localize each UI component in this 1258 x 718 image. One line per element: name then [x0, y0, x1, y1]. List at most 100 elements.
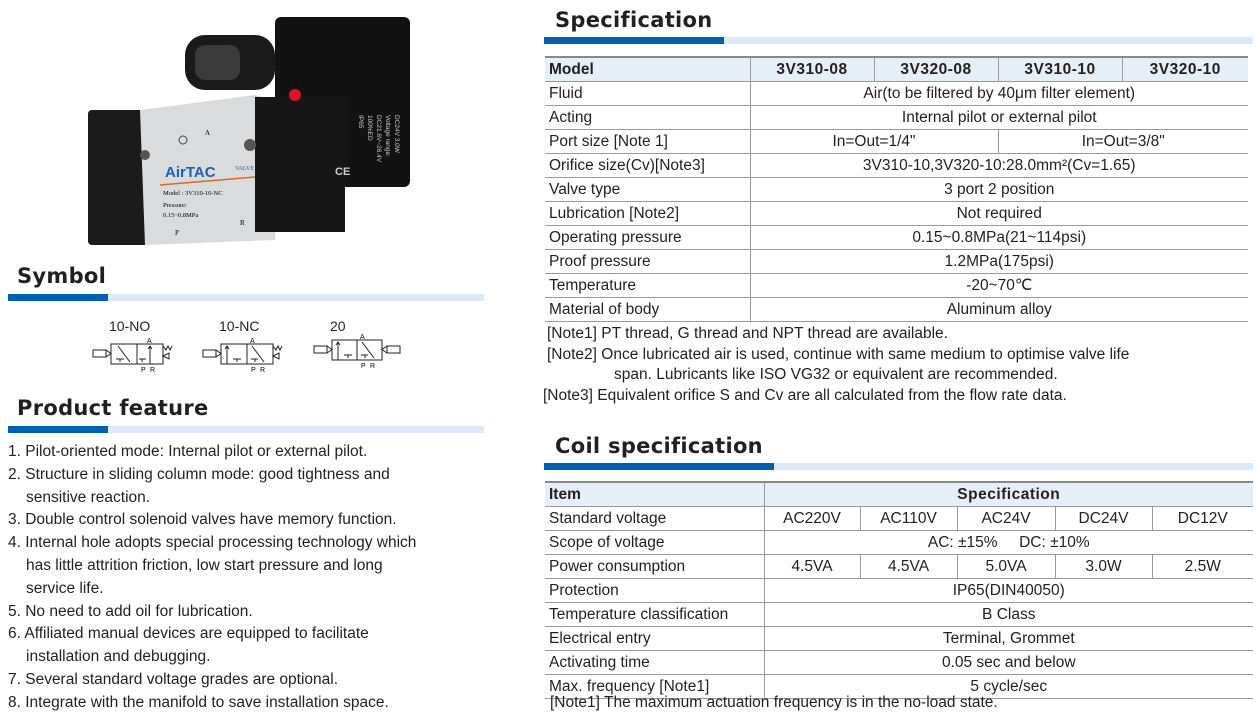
port-a-label: A [250, 338, 255, 345]
row-label: Power consumption [545, 554, 765, 579]
row-label: Activating time [545, 650, 765, 675]
row-value: Not required [749, 201, 1248, 226]
port-r-label: R [240, 219, 245, 227]
product-brand-logo: AirTAC [165, 164, 216, 181]
table-row: Port size [Note 1]In=Out=1/4"In=Out=3/8" [545, 129, 1248, 154]
row-value: 3V310-10,3V320-10:28.0mm²(Cv=1.65) [749, 153, 1248, 178]
row-label: Scope of voltage [545, 530, 765, 555]
feature-item: 2. Structure in sliding column mode: goo… [8, 465, 390, 483]
port-p-label: P [175, 229, 179, 237]
row-label: Operating pressure [545, 225, 751, 250]
feature-item-continued: has little attrition friction, low start… [26, 556, 383, 574]
symbol-label-10-no: 10-NO [109, 318, 151, 334]
ce-mark: CE [335, 166, 350, 178]
specification-table: Model 3V310-08 3V320-08 3V310-10 3V320-1… [545, 56, 1248, 322]
header-item: Item [545, 481, 765, 507]
coil-text: 100%ED [366, 115, 373, 141]
feature-item: 5. No need to add oil for lubrication. [8, 602, 253, 620]
coil-specification-title: Coil specification [555, 434, 763, 458]
table-header-row: Model 3V310-08 3V320-08 3V310-10 3V320-1… [545, 56, 1248, 82]
row-label: Lubrication [Note2] [545, 201, 751, 226]
pressure-range: 0.15~0.8MPa [163, 212, 198, 219]
row-label: Valve type [545, 177, 751, 202]
feature-item: 6. Affiliated manual devices are equippe… [8, 625, 369, 643]
row-value: AC110V [859, 506, 958, 531]
product-image: AirTAC VALVE Model : 3V310-10-NC Pressur… [85, 5, 420, 245]
port-a-label: A [360, 334, 365, 341]
feature-item-continued: service life. [26, 579, 104, 597]
row-value: AC220V [763, 506, 861, 531]
valve-symbol-10-nc: A P R [202, 338, 283, 372]
coil-specification-table: Item Specification Standard voltage AC22… [545, 481, 1253, 699]
table-row: Temperature-20~70℃ [545, 273, 1248, 298]
row-label: Temperature [545, 273, 751, 298]
row-value: 3 port 2 position [749, 177, 1248, 202]
header-model: Model [545, 56, 751, 82]
row-value: AC24V [956, 506, 1056, 531]
row-value: 5 cycle/sec [763, 674, 1253, 699]
row-value: IP65(DIN40050) [763, 578, 1253, 603]
table-row: Orifice size(Cv)[Note3]3V310-10,3V320-10… [545, 153, 1248, 178]
spec-note-3: [Note3] Equivalent orifice S and Cv are … [543, 387, 1067, 404]
row-label: Protection [545, 578, 765, 603]
row-label: Max. frequency [Note1] [545, 674, 765, 699]
row-value: Internal pilot or external pilot [749, 105, 1248, 130]
port-p-label: P [251, 367, 256, 372]
specification-title: Specification [555, 8, 713, 32]
feature-item: 4. Internal hole adopts special processi… [8, 534, 417, 552]
row-label: Proof pressure [545, 249, 751, 274]
table-row: Power consumption 4.5VA 4.5VA 5.0VA 3.0W… [545, 554, 1253, 579]
row-label: Fluid [545, 81, 751, 106]
valve-text: VALVE [235, 166, 254, 172]
section-bar [544, 463, 1253, 470]
port-a-label: A [147, 338, 152, 345]
section-bar [8, 294, 484, 301]
header-model-value: 3V320-10 [1121, 56, 1248, 82]
feature-item: 3. Double control solenoid valves have m… [8, 511, 397, 529]
row-label: Port size [Note 1] [545, 129, 751, 154]
row-value: 4.5VA [763, 554, 861, 579]
row-value: AC: ±15% DC: ±10% [763, 530, 1253, 555]
symbol-label-20: 20 [330, 318, 346, 334]
row-value: Aluminum alloy [749, 297, 1248, 322]
coil-text: IP65 [357, 115, 364, 129]
header-model-value: 3V320-08 [873, 56, 999, 82]
header-model-value: 3V310-10 [997, 56, 1123, 82]
row-value: DC24V [1054, 506, 1153, 531]
row-value: 0.05 sec and below [763, 650, 1253, 675]
row-value: In=Out=3/8" [997, 129, 1248, 154]
valve-symbol-10-no: A P R [92, 338, 173, 372]
model-text: Model : 3V310-10-NC [163, 190, 223, 197]
port-r-label: R [260, 367, 265, 372]
row-value: 5.0VA [956, 554, 1056, 579]
feature-item: 8. Integrate with the manifold to save i… [8, 693, 389, 711]
row-label: Acting [545, 105, 751, 130]
row-value: In=Out=1/4" [749, 129, 999, 154]
feature-item: 7. Several standard voltage grades are o… [8, 670, 339, 688]
table-row: Standard voltage AC220V AC110V AC24V DC2… [545, 506, 1253, 531]
section-bar [8, 426, 484, 433]
coil-text: DC21.6V~26.4V [375, 115, 382, 163]
row-label: Electrical entry [545, 626, 765, 651]
feature-item-continued: sensitive reaction. [26, 488, 151, 506]
coil-text: DC24V 3.0W [393, 115, 400, 154]
row-value: 1.2MPa(175psi) [749, 249, 1248, 274]
header-model-value: 3V310-08 [749, 56, 875, 82]
port-p-label: P [141, 367, 146, 372]
row-value: DC12V [1151, 506, 1253, 531]
table-row: Max. frequency [Note1]5 cycle/sec [545, 674, 1253, 699]
section-bar [544, 37, 1253, 44]
spec-note-2-continued: span. Lubricants like ISO VG32 or equiva… [614, 366, 1058, 383]
product-feature-title: Product feature [17, 396, 209, 420]
row-value: 0.15~0.8MPa(21~114psi) [749, 225, 1248, 250]
